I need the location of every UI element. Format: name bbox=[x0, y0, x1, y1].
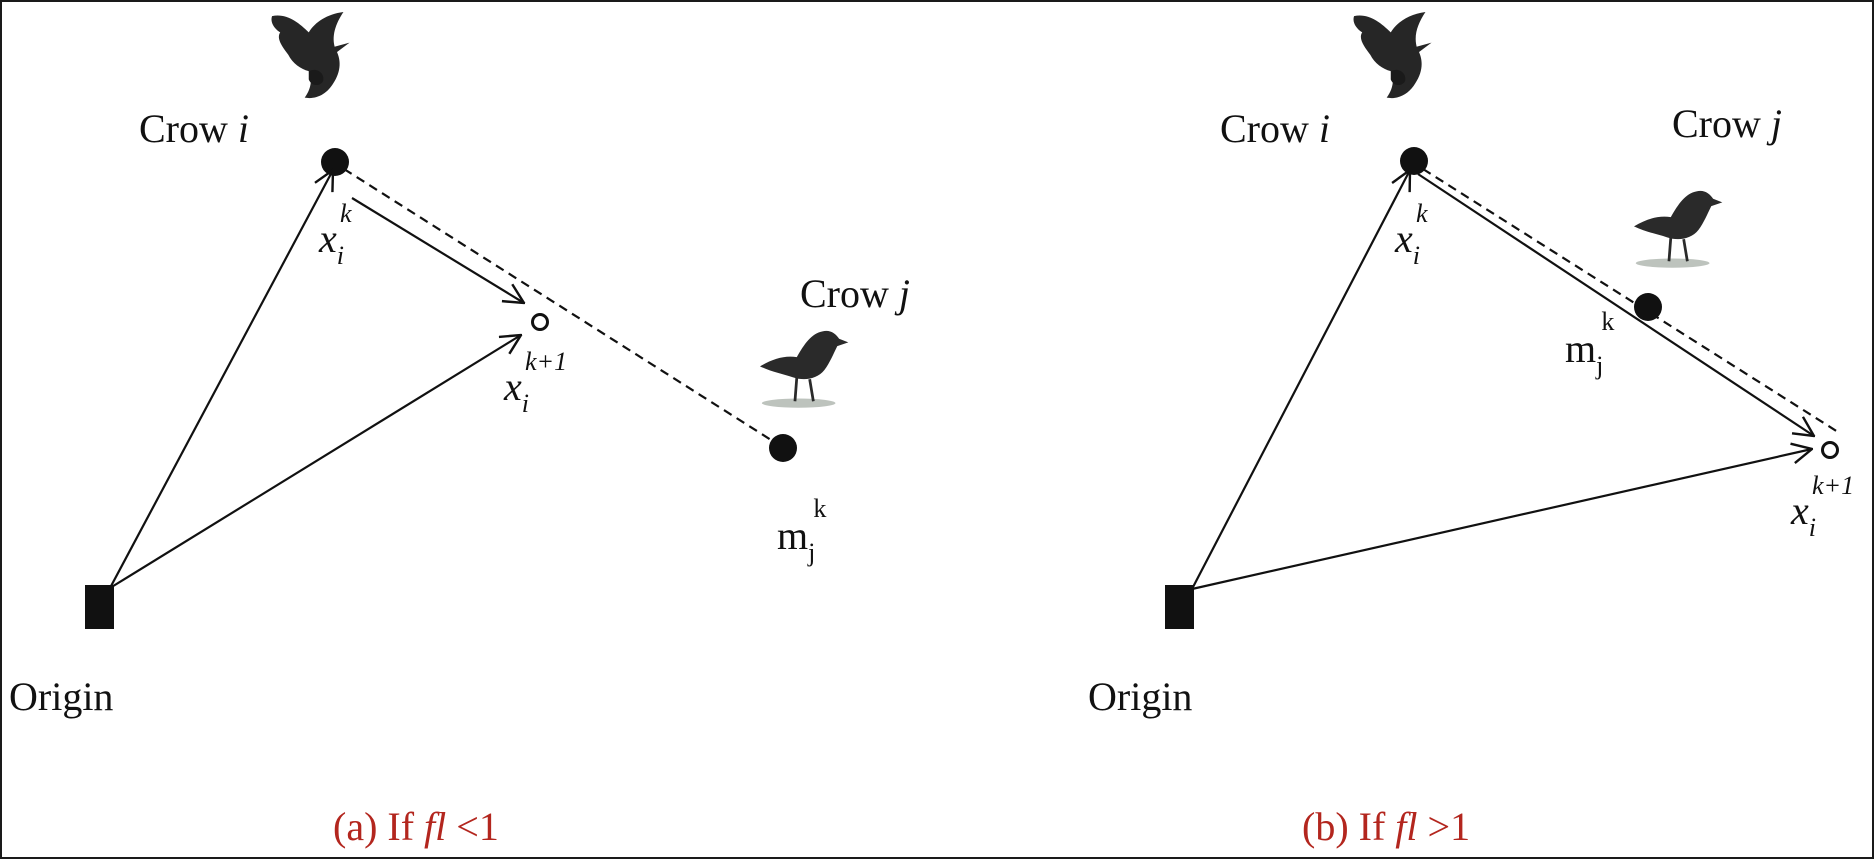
xik1-label: xik+1 bbox=[503, 347, 567, 418]
crow-move-arrow bbox=[1417, 173, 1814, 436]
panel-b: Crow i Crow j xik mjk xik+1 Origin (b) I… bbox=[1088, 12, 1854, 849]
crow-i-to-new-dashed-line bbox=[1422, 168, 1839, 433]
origin-to-xik1-arrow bbox=[109, 335, 521, 589]
crow-standing-icon bbox=[1632, 189, 1724, 270]
crow-move-arrow bbox=[351, 197, 524, 303]
xik-label: xik bbox=[1394, 199, 1428, 270]
new-position-point bbox=[531, 313, 549, 331]
crow-j-label: Crow j bbox=[800, 271, 910, 316]
origin-to-xik-arrow bbox=[109, 170, 333, 589]
origin-label: Origin bbox=[9, 674, 113, 719]
xik1-label: xik+1 bbox=[1790, 471, 1854, 542]
new-position-point bbox=[1821, 441, 1839, 459]
caption-a: (a) If fl <1 bbox=[333, 804, 499, 849]
crow-j-label: Crow j bbox=[1672, 101, 1782, 146]
crow-i-point bbox=[321, 148, 349, 176]
crow-i-label: Crow i bbox=[139, 106, 249, 151]
xik-label: xik bbox=[318, 199, 352, 270]
mjk-label: mjk bbox=[1565, 307, 1614, 380]
crow-flying-icon bbox=[271, 12, 350, 99]
origin-square-icon bbox=[85, 585, 114, 629]
origin-label: Origin bbox=[1088, 674, 1192, 719]
origin-to-xik1-arrow bbox=[1191, 449, 1812, 591]
memory-point bbox=[769, 434, 797, 462]
origin-to-xik-arrow bbox=[1191, 170, 1410, 590]
origin-square-icon bbox=[1165, 585, 1194, 629]
memory-point bbox=[1634, 293, 1662, 321]
crow-i-to-memory-dashed-line bbox=[343, 168, 780, 446]
caption-b: (b) If fl >1 bbox=[1302, 804, 1470, 849]
crow-standing-icon bbox=[758, 329, 850, 410]
crow-flying-icon bbox=[1353, 12, 1432, 99]
mjk-label: mjk bbox=[777, 494, 826, 567]
panel-a: Crow i xik xik+1 Crow j mjk Origin (a) I… bbox=[9, 12, 910, 849]
crow-i-label: Crow i bbox=[1220, 106, 1330, 151]
